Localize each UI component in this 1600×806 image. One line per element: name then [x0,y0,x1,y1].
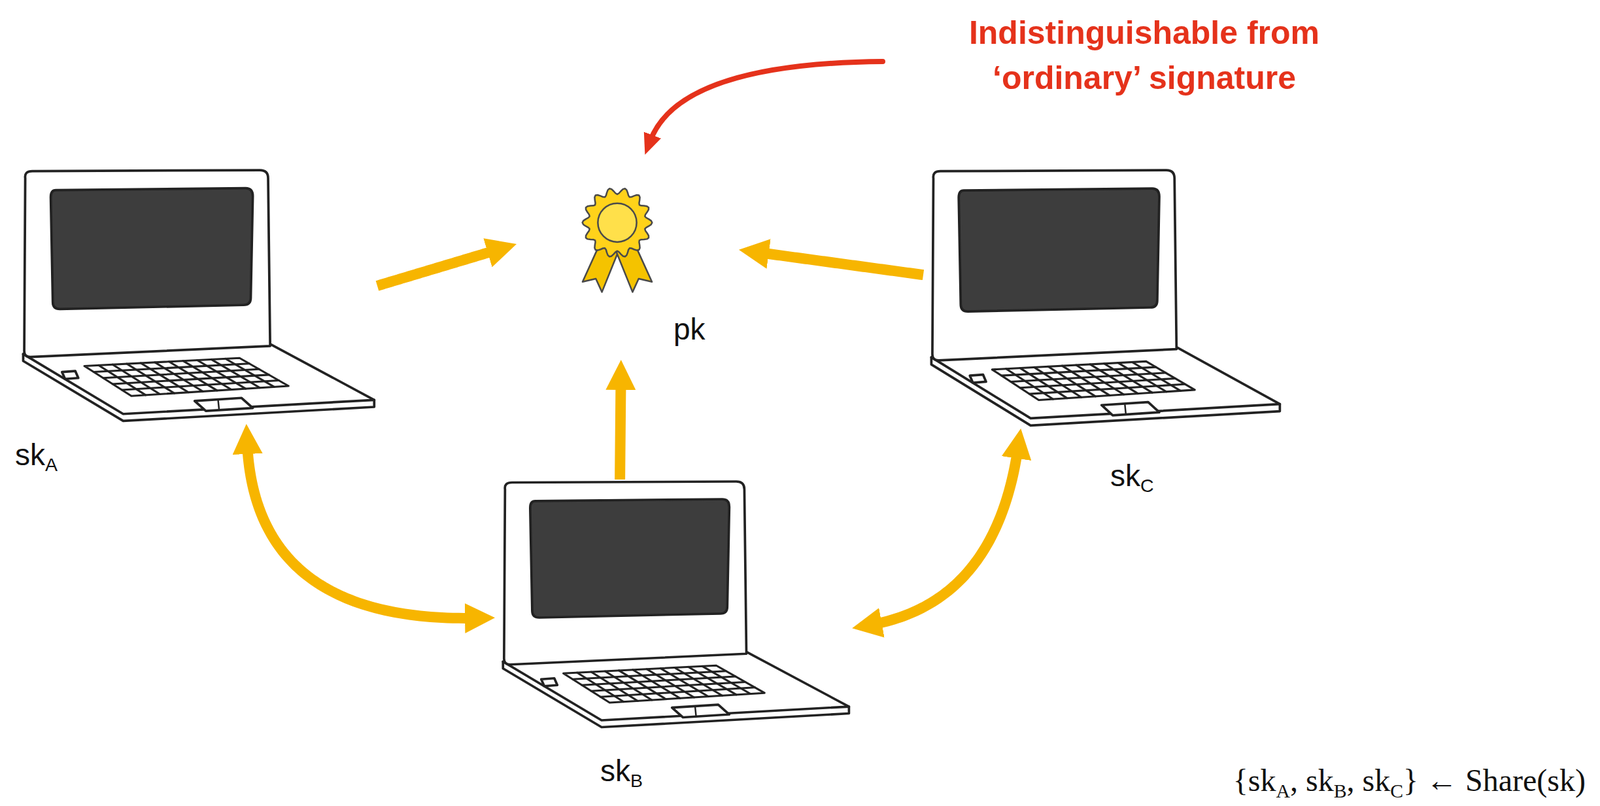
text-run: pk [673,311,706,346]
laptop-lid [932,170,1177,361]
key-label: pk [673,312,706,346]
text-run: , sk [1346,762,1391,798]
subscript: C [1390,779,1404,801]
text-run: Indistinguishable from ‘ordinary’ signat… [969,14,1320,97]
signing-arrow [377,249,498,286]
signing-arrow [758,252,924,275]
text-run: } ← Share(sk) [1403,762,1586,798]
text-run: sk [600,753,631,788]
keyboard-outline [563,664,766,703]
text-run: sk [15,437,46,472]
subscript: C [1140,474,1155,496]
trackpad [194,397,254,411]
laptop-lid [504,481,747,665]
keyboard-outline [84,357,289,396]
exchange-arrow [871,447,1019,625]
subscript: A [45,453,58,475]
keyboard-column [225,358,275,387]
power-button [969,374,987,383]
exchange-arrow [247,443,476,618]
signature-node: pk [516,170,739,360]
keyboard [563,664,766,703]
rosette [582,188,653,257]
laptop-node: skC [923,168,1283,429]
trackpad-split [218,399,220,410]
subscript: B [630,769,643,791]
laptop-illustration [15,168,378,424]
share-label: skA [15,438,58,472]
laptop-lid [24,170,271,358]
power-button [62,370,79,379]
keyboard-column [1131,362,1181,392]
laptop-screen [958,188,1160,312]
laptop-screen [51,188,254,310]
share-label: skB [600,753,643,788]
award-illustration [516,170,739,360]
trackpad [672,704,730,717]
trackpad-split [695,706,697,716]
trackpad [1101,402,1160,416]
laptop-illustration [923,168,1283,429]
keyboard [991,360,1195,400]
trackpad-split [1124,404,1126,415]
callout-arrow [650,61,883,140]
subscript: A [1275,779,1291,801]
subscript: B [1333,779,1347,801]
keyboard-column [702,665,751,694]
signing-arrow [619,379,621,480]
text-run: {sk [1233,762,1277,798]
share-label: skC [1110,459,1155,493]
rosette-center [597,203,637,242]
keyboard [84,357,289,396]
callout-note: Indistinguishable from ‘ordinary’ signat… [915,10,1374,101]
laptop-node: skB [494,479,852,730]
power-button [541,678,558,686]
laptop-screen [530,498,730,618]
text-run: , sk [1290,762,1334,798]
text-run: sk [1110,458,1141,493]
keyboard-outline [991,360,1195,400]
share-formula: {skA, skB, skC} ← Share(sk) [1233,763,1586,798]
laptop-node: skA [15,168,378,424]
laptop-illustration [494,479,852,730]
